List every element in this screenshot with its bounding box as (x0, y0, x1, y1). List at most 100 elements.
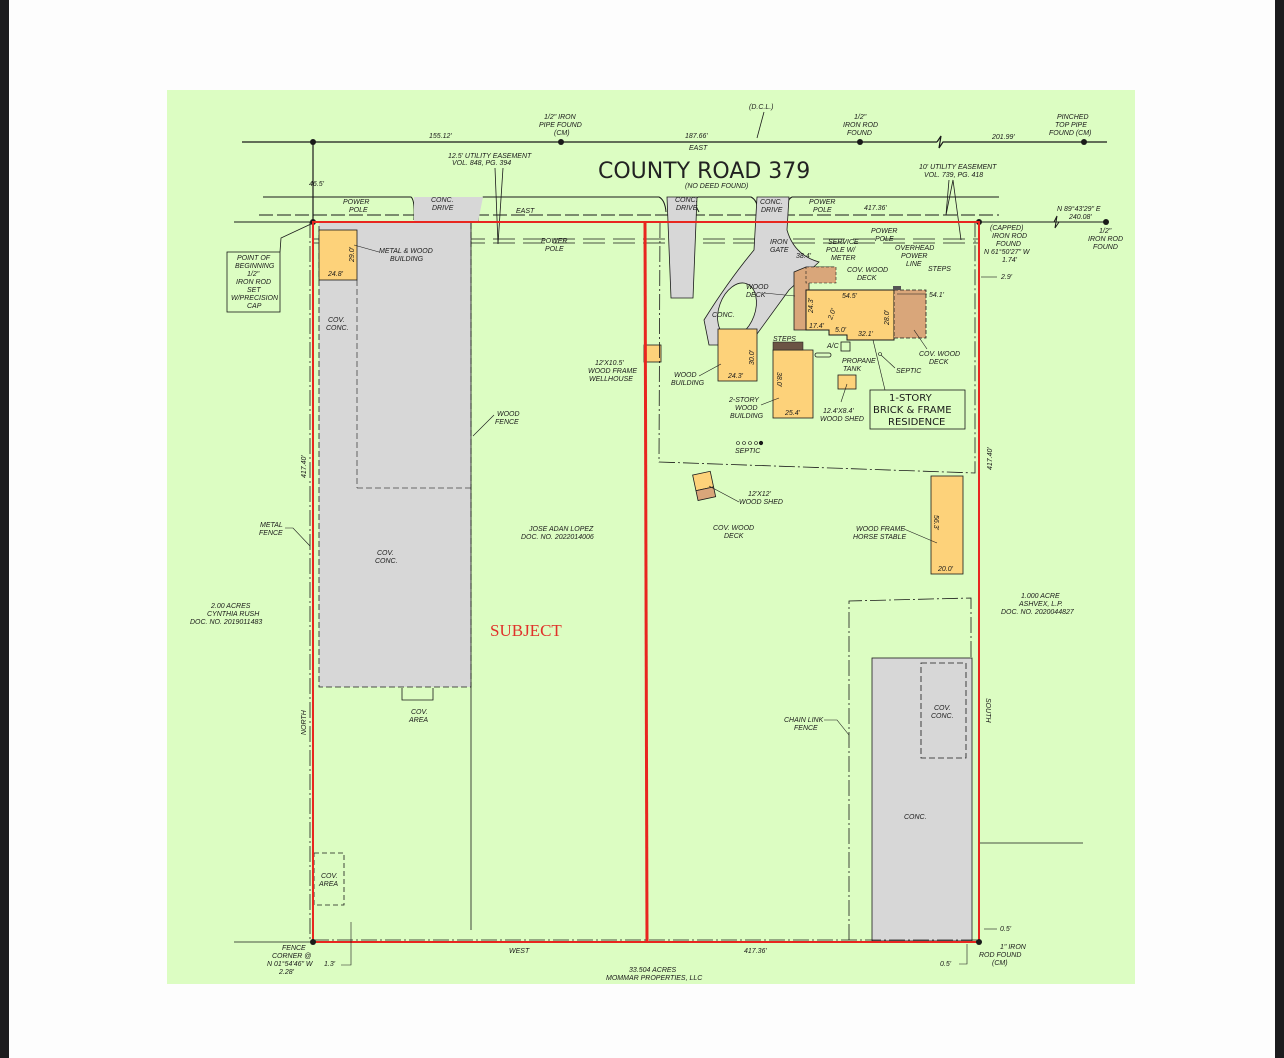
adjoiner-mid-2: DOC. NO. 2022014006 (521, 534, 594, 541)
res-e: 32.1' (858, 331, 874, 338)
steps-label: STEPS (928, 266, 951, 273)
se-corner-1: 1" IRON (1000, 944, 1027, 951)
metal-fence-1: METAL (260, 522, 283, 529)
dcl-label: (D.C.L.) (749, 104, 774, 111)
cov-conc-2a: COV. (377, 550, 394, 557)
offset-29: 2.9' (1000, 274, 1013, 281)
wood-deck-1: WOOD (746, 284, 769, 291)
sw-corner-2: CORNER @ (272, 953, 311, 960)
wood-fence-2: FENCE (495, 419, 519, 426)
cov-deck-1b: DECK (857, 275, 877, 282)
cov-area-1b: AREA (408, 717, 428, 724)
stable-1: WOOD FRAME (856, 526, 905, 533)
two-story-1: 2-STORY (728, 397, 760, 404)
cov-deck-3a: COV. WOOD (713, 525, 754, 532)
small-shed-1: 12.4'X8.4' (823, 408, 854, 415)
res-a: 24.3' (808, 297, 815, 314)
conc-drive-1b: DRIVE (432, 205, 454, 212)
conc-label-drive: CONC. (712, 312, 735, 319)
easement-left-l2: VOL. 848, PG. 394 (452, 160, 511, 167)
power-pole-4a: POWER (871, 228, 897, 235)
service-pole-1: SERVICE (828, 239, 859, 246)
easement-right-l1: 10' UTILITY EASEMENT (919, 164, 997, 171)
mwb-width: 24.8' (327, 271, 344, 278)
adjoiner-east-3: DOC. NO. 2020044827 (1001, 609, 1075, 616)
shed12-2: WOOD SHED (739, 499, 783, 506)
cov-deck-3b: DECK (724, 533, 744, 540)
overhead-3: LINE (906, 261, 922, 268)
pinched-l1: PINCHED (1057, 114, 1089, 121)
ne-tie-1: N 89°43'29" E (1057, 205, 1101, 213)
document-page: 155.12' 187.66' EAST 201.99' (D.C.L.) 1/… (9, 0, 1275, 1058)
dim-187: 187.66' (685, 133, 708, 140)
power-pole-2a: POWER (541, 238, 567, 245)
pob-3: 1/2" (247, 271, 260, 278)
dim-201: 201.99' (991, 134, 1015, 141)
cov-area-2b: AREA (318, 881, 338, 888)
residence-2: BRICK & FRAME (873, 405, 952, 416)
metal-wood-building (318, 229, 358, 281)
cov-area-1a: COV. (411, 709, 428, 716)
septic-field (736, 440, 764, 446)
pob-6: W/PRECISION (231, 295, 279, 302)
wood-building-1: WOOD (674, 372, 697, 379)
septic-2: SEPTIC (735, 448, 761, 455)
power-pole-3a: POWER (809, 199, 835, 206)
stable-width: 20.0' (937, 566, 954, 573)
residence-callout (869, 389, 966, 430)
small-shed-2: WOOD SHED (820, 416, 864, 423)
power-pole-1a: POWER (343, 199, 369, 206)
ne-rod-3: FOUND (1093, 244, 1118, 251)
iron-rod-top-l2: IRON ROD (843, 122, 878, 129)
cov-area-2a: COV. (321, 873, 338, 880)
survey-plat: 155.12' 187.66' EAST 201.99' (D.C.L.) 1/… (167, 90, 1135, 984)
adjoiner-west-2: CYNTHIA RUSH (207, 611, 260, 618)
road-name: COUNTY ROAD 379 (598, 159, 810, 184)
iron-rod-top-l3: FOUND (847, 130, 872, 137)
stable-height: 56.3' (932, 515, 939, 531)
small-wood-shed (837, 374, 857, 390)
power-pole-3b: POLE (813, 207, 832, 214)
ts-height: 38.0' (775, 372, 782, 388)
cov-deck-1a: COV. WOOD (847, 267, 888, 274)
pinched-l2: TOP PIPE (1055, 122, 1087, 129)
iron-pipe-l3: (CM) (554, 130, 570, 137)
power-pole-2b: POLE (545, 246, 564, 253)
service-pole-3: METER (831, 255, 856, 262)
north-east-bearing: EAST (516, 208, 535, 215)
north-dim: 417.36' (864, 205, 887, 212)
wellhouse-2: WOOD FRAME (588, 368, 637, 375)
adjoiner-south-2: MOMMAR PROPERTIES, LLC (606, 975, 703, 982)
iron-rod-top-l1: 1/2" (854, 114, 867, 121)
ne-corner-1: (CAPPED) (990, 225, 1023, 232)
res-height: 28.0' (884, 309, 891, 326)
offset-05b: 0.5' (940, 961, 952, 968)
adjoiner-west-1: 2.00 ACRES (210, 603, 251, 610)
adjoiner-east-2: ASHVEX, L.P. (1018, 601, 1063, 608)
metal-fence-2: FENCE (259, 530, 283, 537)
south-bearing: SOUTH (984, 698, 991, 723)
residence-1: 1-STORY (889, 393, 933, 404)
offset-13: 1.3' (324, 961, 336, 968)
conc-label-se: CONC. (904, 814, 927, 821)
pob-box (226, 251, 281, 313)
easement-right-l2: VOL. 739, PG. 418 (924, 172, 983, 179)
chain-link-1: CHAIN LINK (784, 717, 824, 724)
power-pole-1b: POLE (349, 207, 368, 214)
res-d: 5.0' (835, 327, 847, 334)
service-pole-2: POLE W/ (826, 247, 856, 254)
mwb-label-2: BUILDING (390, 256, 424, 263)
dim-46: 46.5' (309, 181, 325, 188)
cov-deck-2b: DECK (929, 359, 949, 366)
mwb-label-1: METAL & WOOD (379, 248, 433, 255)
ne-corner-2: IRON ROD (992, 233, 1027, 240)
pob-7: CAP (247, 303, 262, 310)
wood-fence-1: WOOD (497, 411, 520, 418)
propane-1: PROPANE (842, 358, 876, 365)
iron-gate-1: IRON (770, 239, 788, 246)
ne-rod-1: 1/2" (1099, 228, 1112, 235)
top-baseline (242, 135, 1107, 222)
steps-label-2: STEPS (773, 336, 796, 343)
septic-1: SEPTIC (896, 368, 922, 375)
mwb-height: 29.0' (349, 246, 356, 263)
